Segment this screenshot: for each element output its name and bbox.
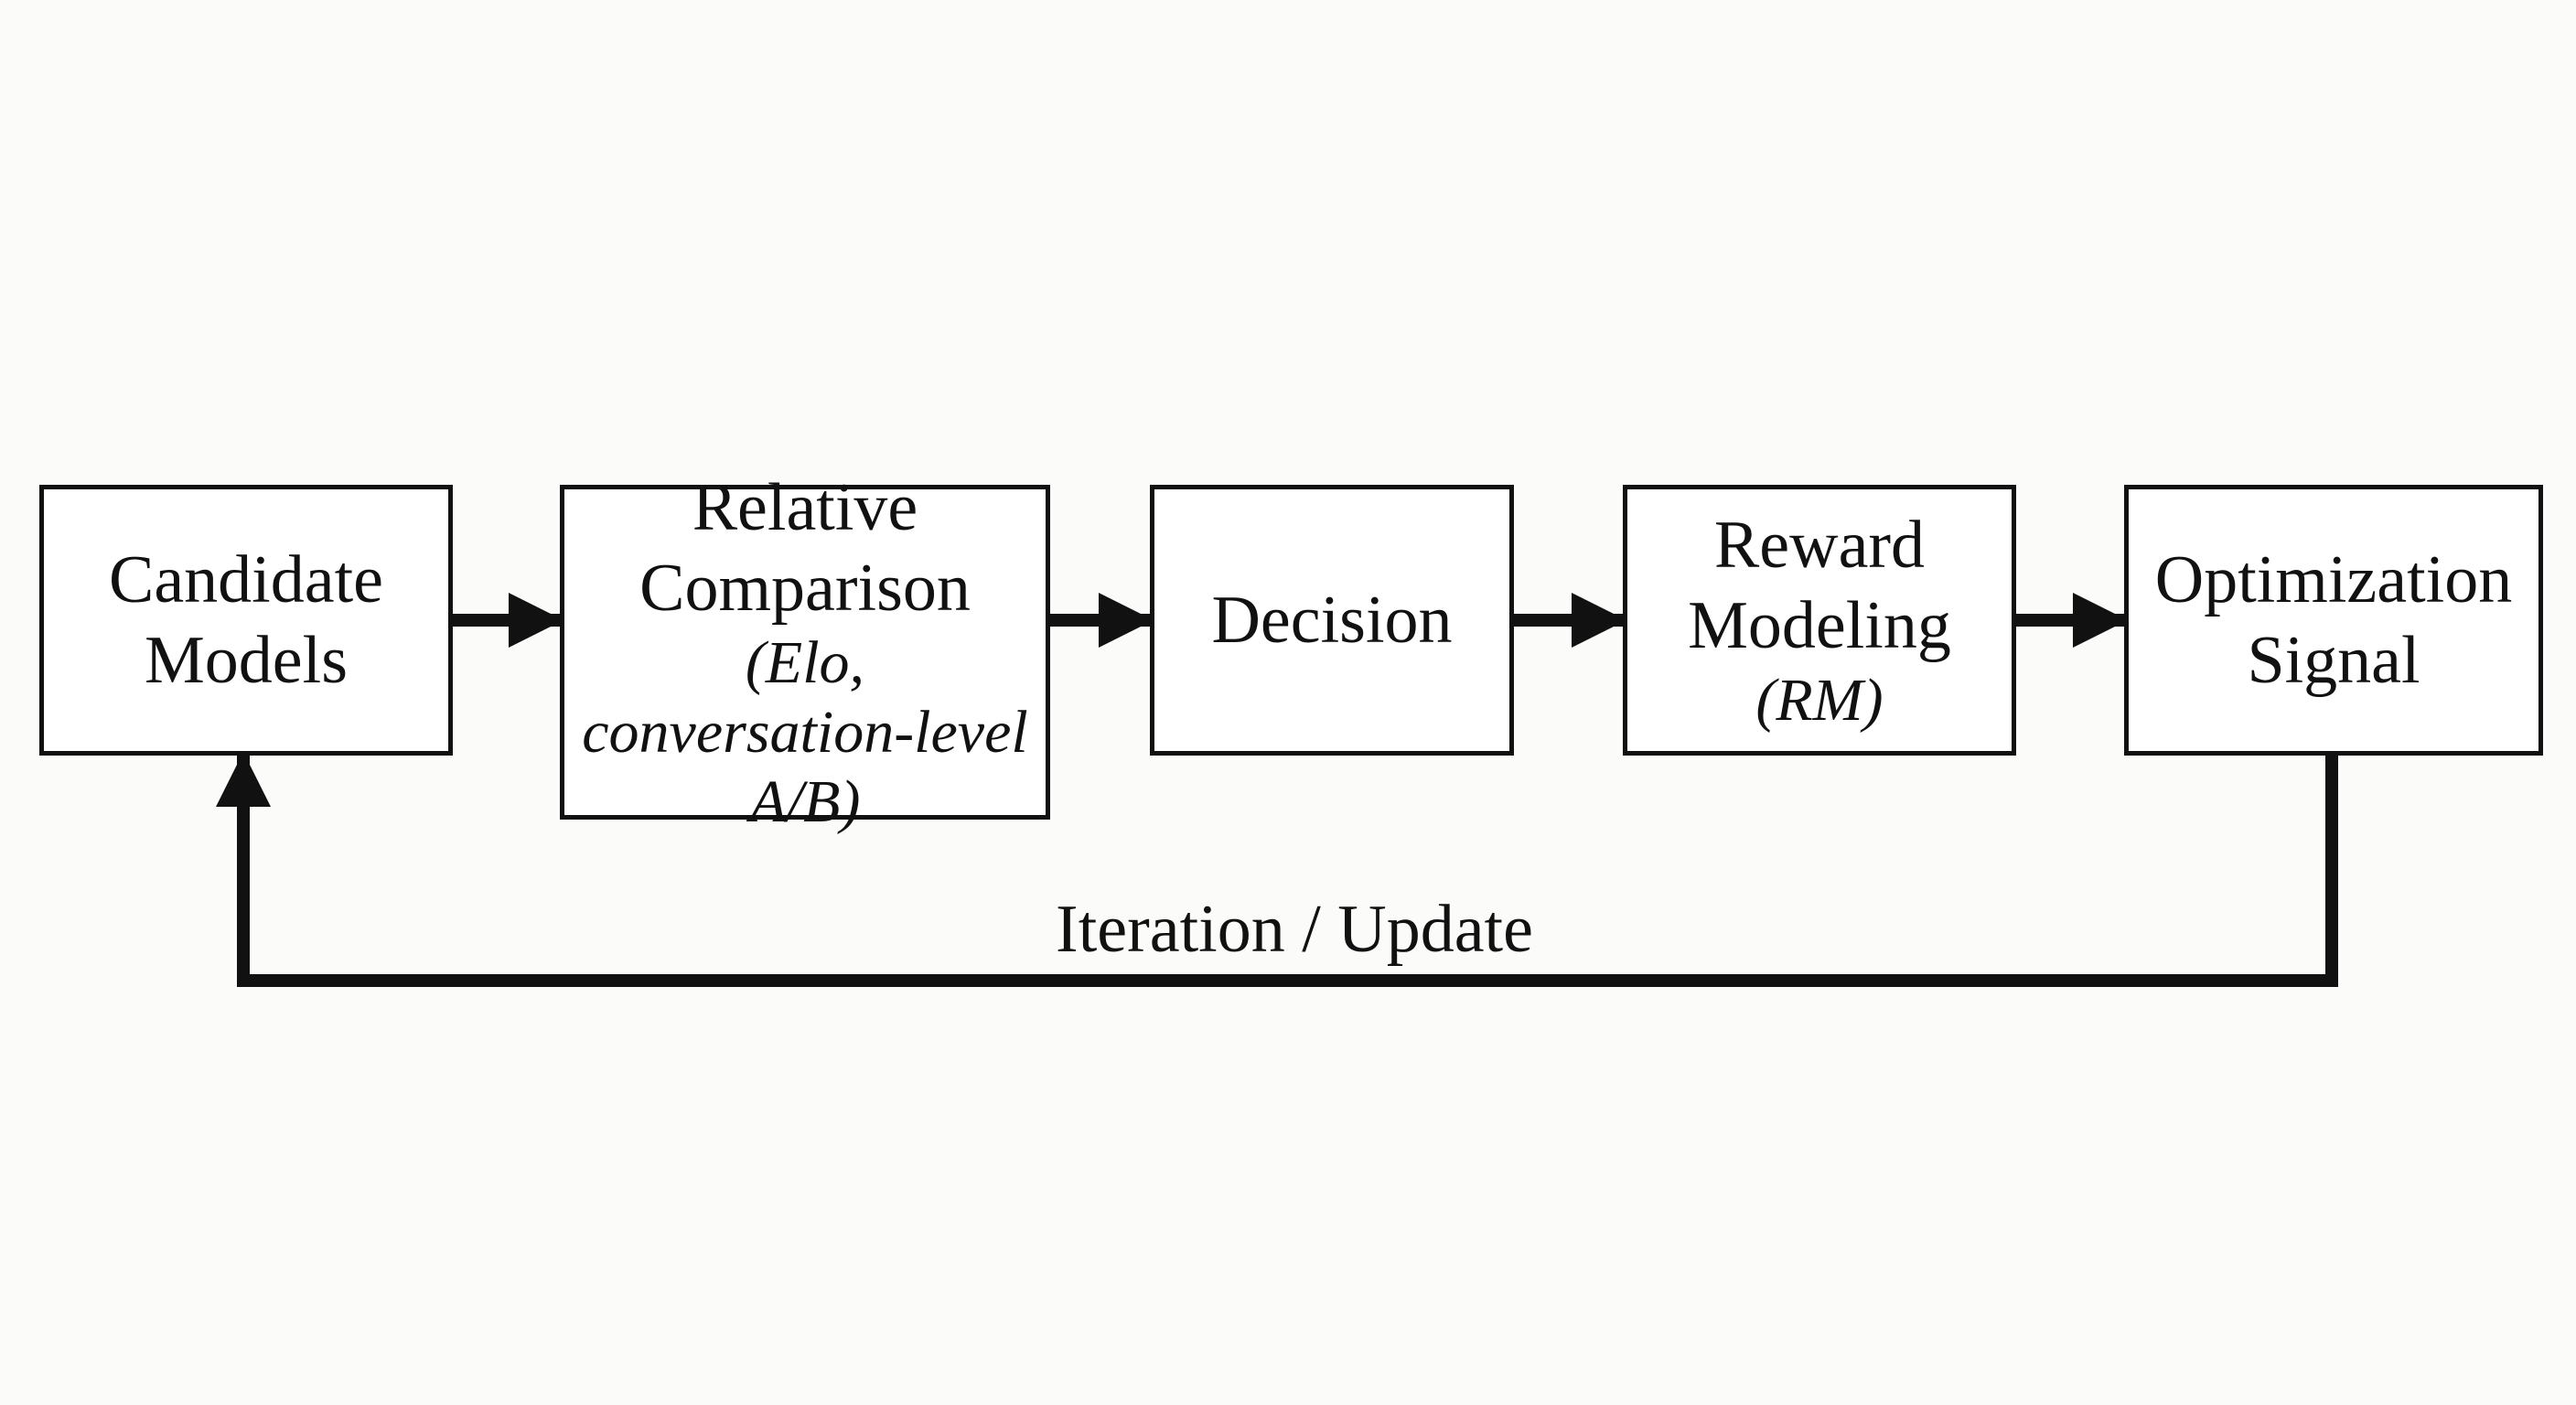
iteration-update-label: Iteration / Update — [1056, 892, 1533, 967]
reward-modeling-box: Reward Modeling (RM) — [1623, 485, 2016, 756]
optimization-signal-title: Optimization Signal — [2154, 542, 2513, 698]
relative-comparison-subtitle: (Elo, conversation-level A/B) — [582, 629, 1028, 835]
candidate-models-box: Candidate Models — [39, 485, 453, 756]
relative-comparison-box: Relative Comparison (Elo, conversation-l… — [560, 470, 1050, 835]
feedback-loop-arrow — [216, 752, 2338, 987]
optimization-signal-box: Optimization Signal — [2124, 485, 2543, 756]
decision-box: Decision — [1150, 485, 1514, 756]
candidate-models-title: Candidate Models — [108, 542, 383, 698]
relative-comparison-title: Relative Comparison — [639, 470, 971, 626]
reward-modeling-title: Reward Modeling — [1688, 508, 1951, 663]
reward-modeling-subtitle: (RM) — [1755, 667, 1884, 734]
decision-title: Decision — [1211, 583, 1453, 658]
